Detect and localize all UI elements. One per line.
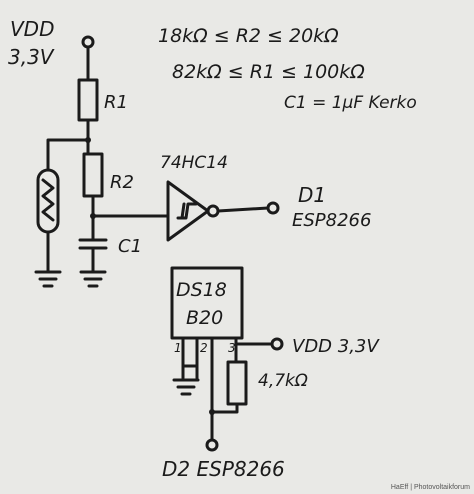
pin-3-label: 3: [228, 341, 236, 355]
d2-terminal: [205, 438, 219, 452]
resistor-r1: [77, 78, 99, 122]
pin-2-label: 2: [200, 341, 208, 355]
vdd2-terminal: [270, 337, 284, 351]
schmitt-trigger-mark: [176, 202, 198, 220]
resistor-r2: [82, 152, 104, 198]
inverter-label: 74HC14: [160, 153, 228, 173]
ground-symbol-sensor: [172, 378, 200, 396]
junction-data: [209, 409, 215, 415]
vdd-label: VDD: [10, 17, 54, 41]
credit-watermark: HaEff | Photovoltaikforum: [390, 484, 470, 491]
wire-pullup-data: [210, 402, 239, 414]
ds18b20-package: [170, 266, 244, 340]
vdd-voltage-label: 3,3V: [8, 45, 55, 69]
pin-1-label: 1: [174, 341, 182, 355]
resistor-pullup: [226, 360, 248, 406]
ground-symbol-middle: [79, 270, 107, 288]
d2-label: D2 ESP8266: [162, 457, 285, 481]
photoresistor-pattern: [41, 178, 55, 222]
pullup-label: 4,7kΩ: [258, 371, 308, 391]
ground-symbol-left: [34, 270, 62, 288]
sensor-label-line1: DS18: [176, 279, 227, 301]
formula-r2-range: 18kΩ ≤ R2 ≤ 20kΩ: [158, 25, 339, 47]
formula-r1-range: 82kΩ ≤ R1 ≤ 100kΩ: [172, 61, 365, 83]
d1-target-label: ESP8266: [292, 210, 371, 231]
formula-c1: C1 = 1µF Kerko: [284, 93, 417, 113]
d1-terminal: [266, 201, 280, 215]
inverter-triangle: [166, 180, 210, 242]
sensor-label-line2: B20: [186, 307, 223, 329]
wire-branch-left: [46, 138, 90, 172]
r2-label: R2: [110, 172, 134, 193]
r1-label: R1: [104, 92, 128, 113]
c1-label: C1: [118, 236, 142, 257]
wire-inverter-d1: [216, 206, 270, 213]
d1-label: D1: [298, 183, 326, 207]
vdd2-label: VDD 3,3V: [292, 336, 380, 357]
